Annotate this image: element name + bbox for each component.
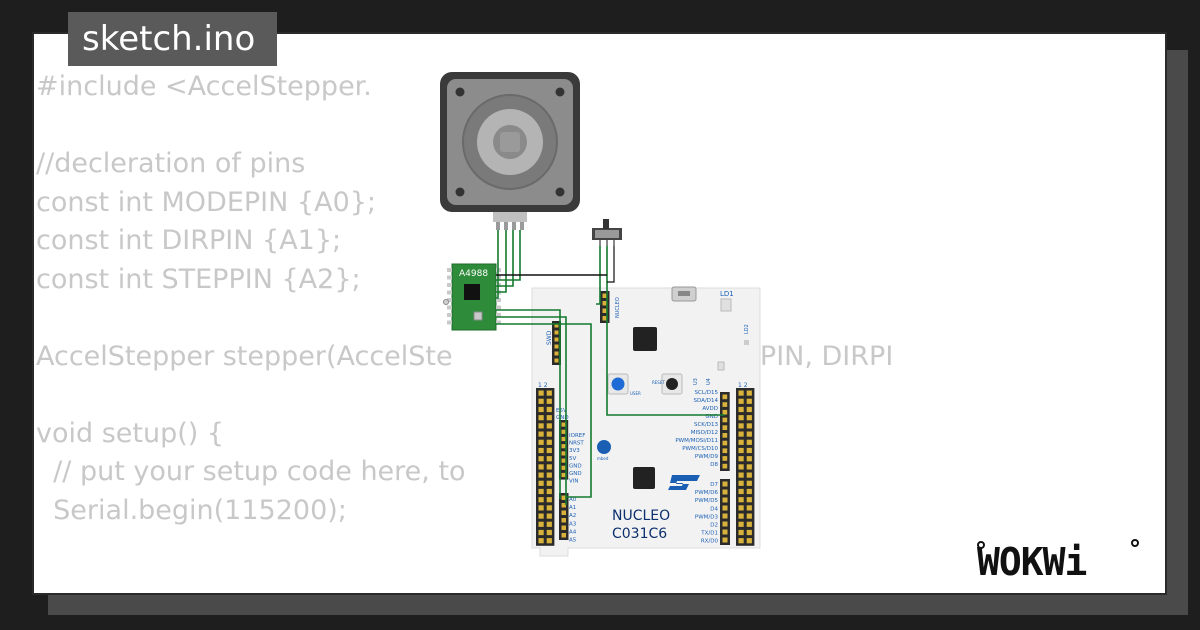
led-ld1 (720, 298, 732, 312)
nucleo-board[interactable]: LD1 LD2 USER RESET U3 U4 NUCLEO C031C6 m… (531, 286, 761, 557)
pin-label: SCL/D15 (695, 390, 719, 396)
file-tab-label: sketch.ino (82, 19, 256, 59)
code-line[interactable]: #include <AccelStepper. (36, 71, 372, 102)
driver-label: A4988 (459, 269, 488, 279)
svg-text:U3: U3 (693, 378, 699, 385)
wires (496, 230, 725, 505)
code-line[interactable]: const int MODEPIN {A0}; (36, 186, 377, 218)
pin-label: A0 (569, 497, 577, 503)
pin-label: PWM/D5 (695, 498, 719, 504)
file-tab[interactable]: sketch.ino (68, 12, 278, 66)
code-editor[interactable]: #include <AccelStepper. //decleration of… (36, 68, 893, 530)
pin-label: PWM/D9 (695, 454, 719, 460)
pin-label: 5V (569, 456, 576, 462)
pin-label: NRST (569, 441, 584, 447)
pin-label: AVDD (702, 406, 718, 412)
mbed-logo: mbed (597, 440, 611, 461)
nucleo-jumper-label: NUCLEO (615, 297, 621, 318)
pin-label: PWM/D6 (695, 490, 719, 496)
pin-label: PWM/CS/D10 (682, 446, 718, 452)
pin-label: A1 (569, 505, 576, 511)
pin-label: A5 (569, 538, 577, 544)
left-morpho-header[interactable] (536, 388, 555, 546)
pin-label: PWM/MOSI/D11 (675, 438, 718, 444)
pin-label: TX/D1 (700, 531, 718, 537)
pin-label: 3V3 (569, 448, 580, 454)
pin-label: SCK/D13 (694, 422, 719, 428)
pin-label: A3 (569, 521, 577, 527)
e5v-label: E5V (556, 408, 567, 414)
stepper-motor[interactable] (440, 72, 580, 230)
code-line[interactable]: const int DIRPIN {A1}; (36, 225, 342, 256)
user-label: USER (630, 391, 641, 396)
swd-label: SWD (546, 330, 553, 345)
pin-label: D8 (710, 462, 718, 468)
st-logo (668, 475, 700, 490)
pin-label: GND (569, 463, 582, 469)
wokwi-logo: WOKWi (977, 539, 1139, 584)
pin-label: IOREF (569, 433, 585, 439)
digital-header-bottom[interactable] (720, 479, 730, 545)
pin-label: A2 (569, 513, 576, 519)
code-line[interactable]: void setup() { (36, 417, 225, 449)
pin-label: GND (705, 414, 718, 420)
swd-header[interactable] (552, 321, 561, 365)
reset-label: RESET (652, 380, 665, 385)
svg-text:U4: U4 (706, 378, 712, 385)
pin-label: A4 (569, 529, 577, 535)
right-morpho-header[interactable] (736, 388, 755, 546)
analog-header[interactable] (559, 493, 569, 540)
code-line[interactable]: const int STEPPIN {A2}; (36, 263, 361, 295)
pin-label: PWM/D3 (695, 514, 719, 520)
cn-left-label: 1 2 (538, 382, 548, 389)
mcu-chip-top (633, 327, 657, 351)
pin-label: D2 (710, 523, 718, 529)
user-button-cap (611, 377, 625, 391)
slide-switch[interactable] (592, 219, 622, 246)
ld2-label: LD2 (744, 324, 750, 334)
pin-labels: IOREFNRST3V35VGNDGNDVINA0A1A2A3A4A5SCL/D… (569, 390, 719, 545)
code-line[interactable]: //decleration of pins (36, 148, 306, 179)
pin-label: D7 (710, 482, 718, 488)
wokwi-logo-text: WOKWi (977, 540, 1087, 584)
pin-label: MISO/D12 (691, 430, 718, 436)
board-brand: NUCLEO (612, 508, 670, 524)
cn-right-label: 1 2 (738, 382, 748, 389)
gnd-top-label: GND (556, 415, 569, 421)
code-line[interactable]: Serial.begin(115200); (36, 494, 347, 526)
power-header[interactable] (559, 420, 569, 480)
pin-label: VIN (569, 479, 579, 485)
ld1-label: LD1 (720, 290, 734, 298)
digital-header-top[interactable] (720, 392, 730, 471)
nucleo-jumper-header[interactable] (600, 291, 610, 323)
pin-label: GND (569, 471, 582, 477)
pin-label: RX/D0 (701, 539, 719, 545)
pin-label: SDA/D14 (694, 398, 719, 404)
board-model: C031C6 (612, 526, 667, 542)
a4988-driver[interactable]: A4988 (443, 263, 502, 331)
pin-label: D4 (710, 506, 718, 512)
code-line[interactable]: // put your setup code here, to (36, 456, 466, 487)
mcu-chip-bottom (633, 467, 655, 489)
reset-button-cap (666, 378, 678, 390)
svg-text:mbed: mbed (597, 456, 609, 461)
